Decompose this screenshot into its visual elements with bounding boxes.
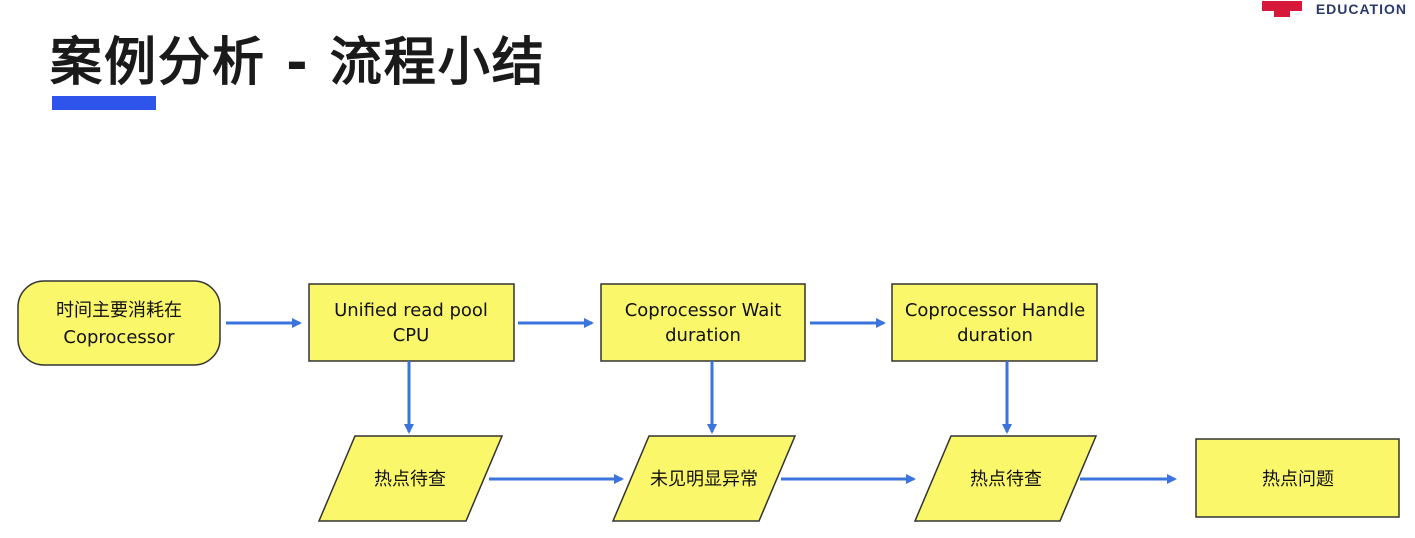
page-title: 案例分析 - 流程小结 <box>50 33 546 93</box>
node-step-3-line-2: duration <box>957 325 1033 346</box>
node-step-2-line-1: Coprocessor Wait <box>625 300 782 321</box>
node-start-line-2: Coprocessor <box>63 327 175 348</box>
node-out-3: 热点待查 <box>913 435 1098 522</box>
node-step-1: Unified read pool CPU <box>308 283 515 362</box>
brand-text: EDUCATION <box>1315 1 1407 17</box>
node-step-2-line-2: duration <box>665 325 741 346</box>
node-result-label: 热点问题 <box>1262 469 1334 490</box>
title-underline <box>52 96 156 110</box>
node-step-1-line-1: Unified read pool <box>334 300 488 321</box>
node-step-1-line-2: CPU <box>393 325 430 346</box>
node-out-1: 热点待查 <box>317 435 504 522</box>
node-out-2-label: 未见明显异常 <box>650 469 758 490</box>
node-step-3-line-1: Coprocessor Handle <box>905 300 1085 321</box>
node-out-3-label: 热点待查 <box>970 469 1042 490</box>
node-start: 时间主要消耗在 Coprocessor <box>17 280 221 366</box>
node-result: 热点问题 <box>1195 438 1400 518</box>
node-out-1-label: 热点待查 <box>374 469 446 490</box>
node-start-line-1: 时间主要消耗在 <box>56 300 182 321</box>
node-step-3: Coprocessor Handle duration <box>891 283 1098 362</box>
brand: EDUCATION <box>1261 0 1407 18</box>
node-out-2: 未见明显异常 <box>611 435 797 522</box>
brand-logo-icon <box>1261 1 1302 17</box>
node-step-2: Coprocessor Wait duration <box>600 283 806 362</box>
